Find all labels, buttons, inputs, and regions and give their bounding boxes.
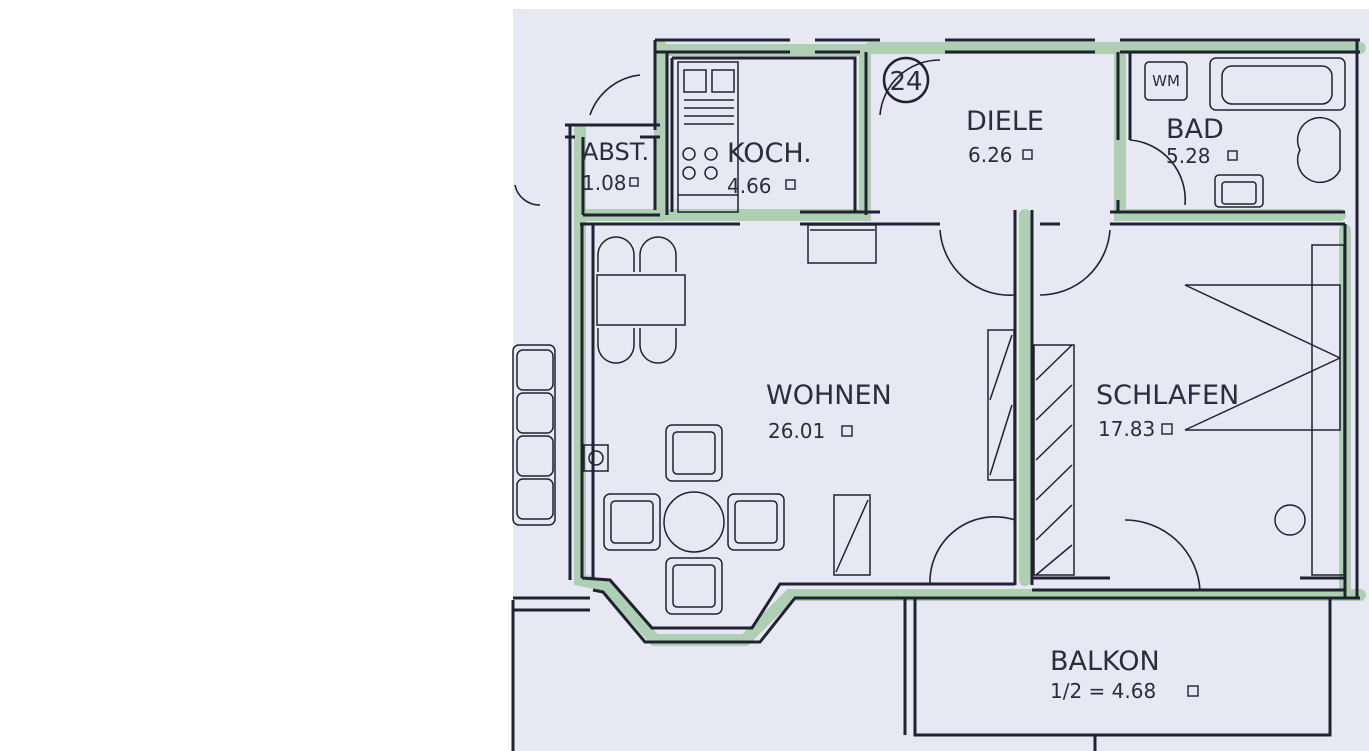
bathroom-fixtures: [1144, 57, 1346, 208]
room-area-koch: 4.66: [727, 174, 772, 198]
room-area-balkon: 1/2 = 4.68: [1050, 679, 1156, 703]
room-labels: ABST. 1.08 KOCH. 4.66 DIELE 6.26 BAD 5.2…: [582, 72, 1239, 703]
room-area-abst: 1.08: [582, 171, 627, 195]
dining-set-top: [596, 236, 686, 364]
room-name-bad: BAD: [1166, 114, 1224, 145]
doors: [514, 59, 1201, 591]
unit-number-marker: 24: [882, 56, 930, 104]
room-area-diele: 6.26: [968, 143, 1013, 167]
sqm-mark-balkon: [1187, 685, 1199, 697]
room-area-bad: 5.28: [1166, 144, 1211, 168]
room-name-wohnen: WOHNEN: [766, 380, 892, 411]
room-area-schlafen: 17.83: [1098, 417, 1155, 441]
wardrobes: [987, 329, 1075, 576]
sqm-mark-bad: [1227, 150, 1238, 161]
room-name-schlafen: SCHLAFEN: [1096, 380, 1239, 411]
room-name-koch: KOCH.: [727, 138, 812, 169]
room-area-wohnen: 26.01: [768, 419, 825, 443]
left-windows: [512, 344, 556, 526]
washing-machine-label: WM: [1152, 72, 1180, 90]
kitchen-fixtures: [677, 61, 877, 264]
unit-number: 24: [889, 67, 922, 97]
sqm-mark-schlafen: [1161, 423, 1173, 435]
round-table-set: [583, 424, 871, 615]
sqm-mark-koch: [785, 179, 796, 190]
sqm-mark-diele: [1022, 149, 1033, 160]
sqm-mark-abst: [629, 177, 639, 187]
room-name-balkon: BALKON: [1050, 646, 1160, 677]
bed: [1184, 244, 1345, 576]
walls: [511, 38, 1360, 751]
room-name-diele: DIELE: [966, 106, 1044, 137]
room-name-abst: ABST.: [582, 138, 649, 166]
sqm-mark-wohnen: [841, 425, 853, 437]
